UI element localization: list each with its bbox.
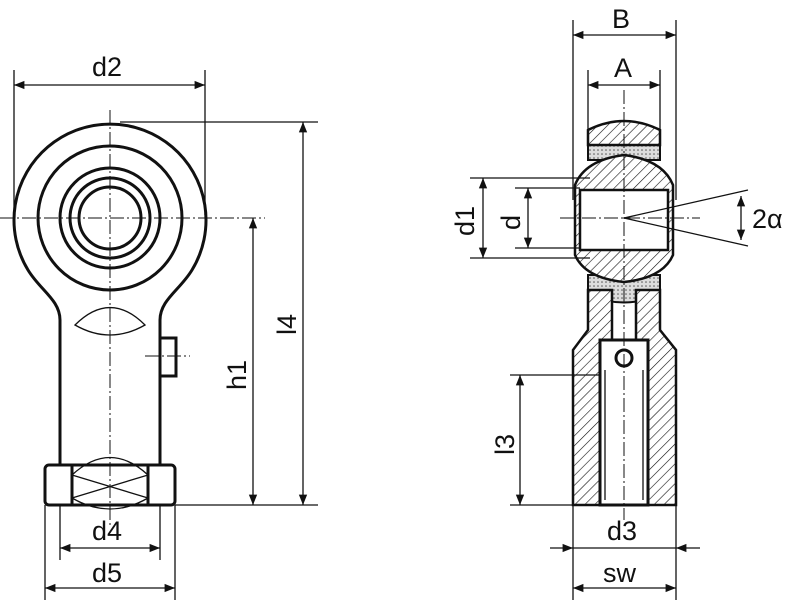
label-d1: d1: [450, 206, 480, 236]
section-view: B A d1 d 2α l3 d3 sw: [450, 4, 783, 600]
label-d2: d2: [92, 52, 122, 82]
label-B: B: [612, 4, 630, 34]
label-d: d: [496, 215, 526, 230]
label-sw: sw: [603, 558, 637, 588]
label-l3: l3: [490, 434, 520, 455]
label-h1: h1: [222, 360, 252, 390]
label-d3: d3: [607, 516, 637, 546]
front-view: d2 l4 h1 d4 d5: [0, 52, 318, 600]
label-d5: d5: [92, 558, 122, 588]
label-l4: l4: [272, 314, 302, 335]
label-d4: d4: [92, 516, 122, 546]
label-2alpha: 2α: [752, 204, 783, 234]
label-A: A: [614, 53, 632, 83]
